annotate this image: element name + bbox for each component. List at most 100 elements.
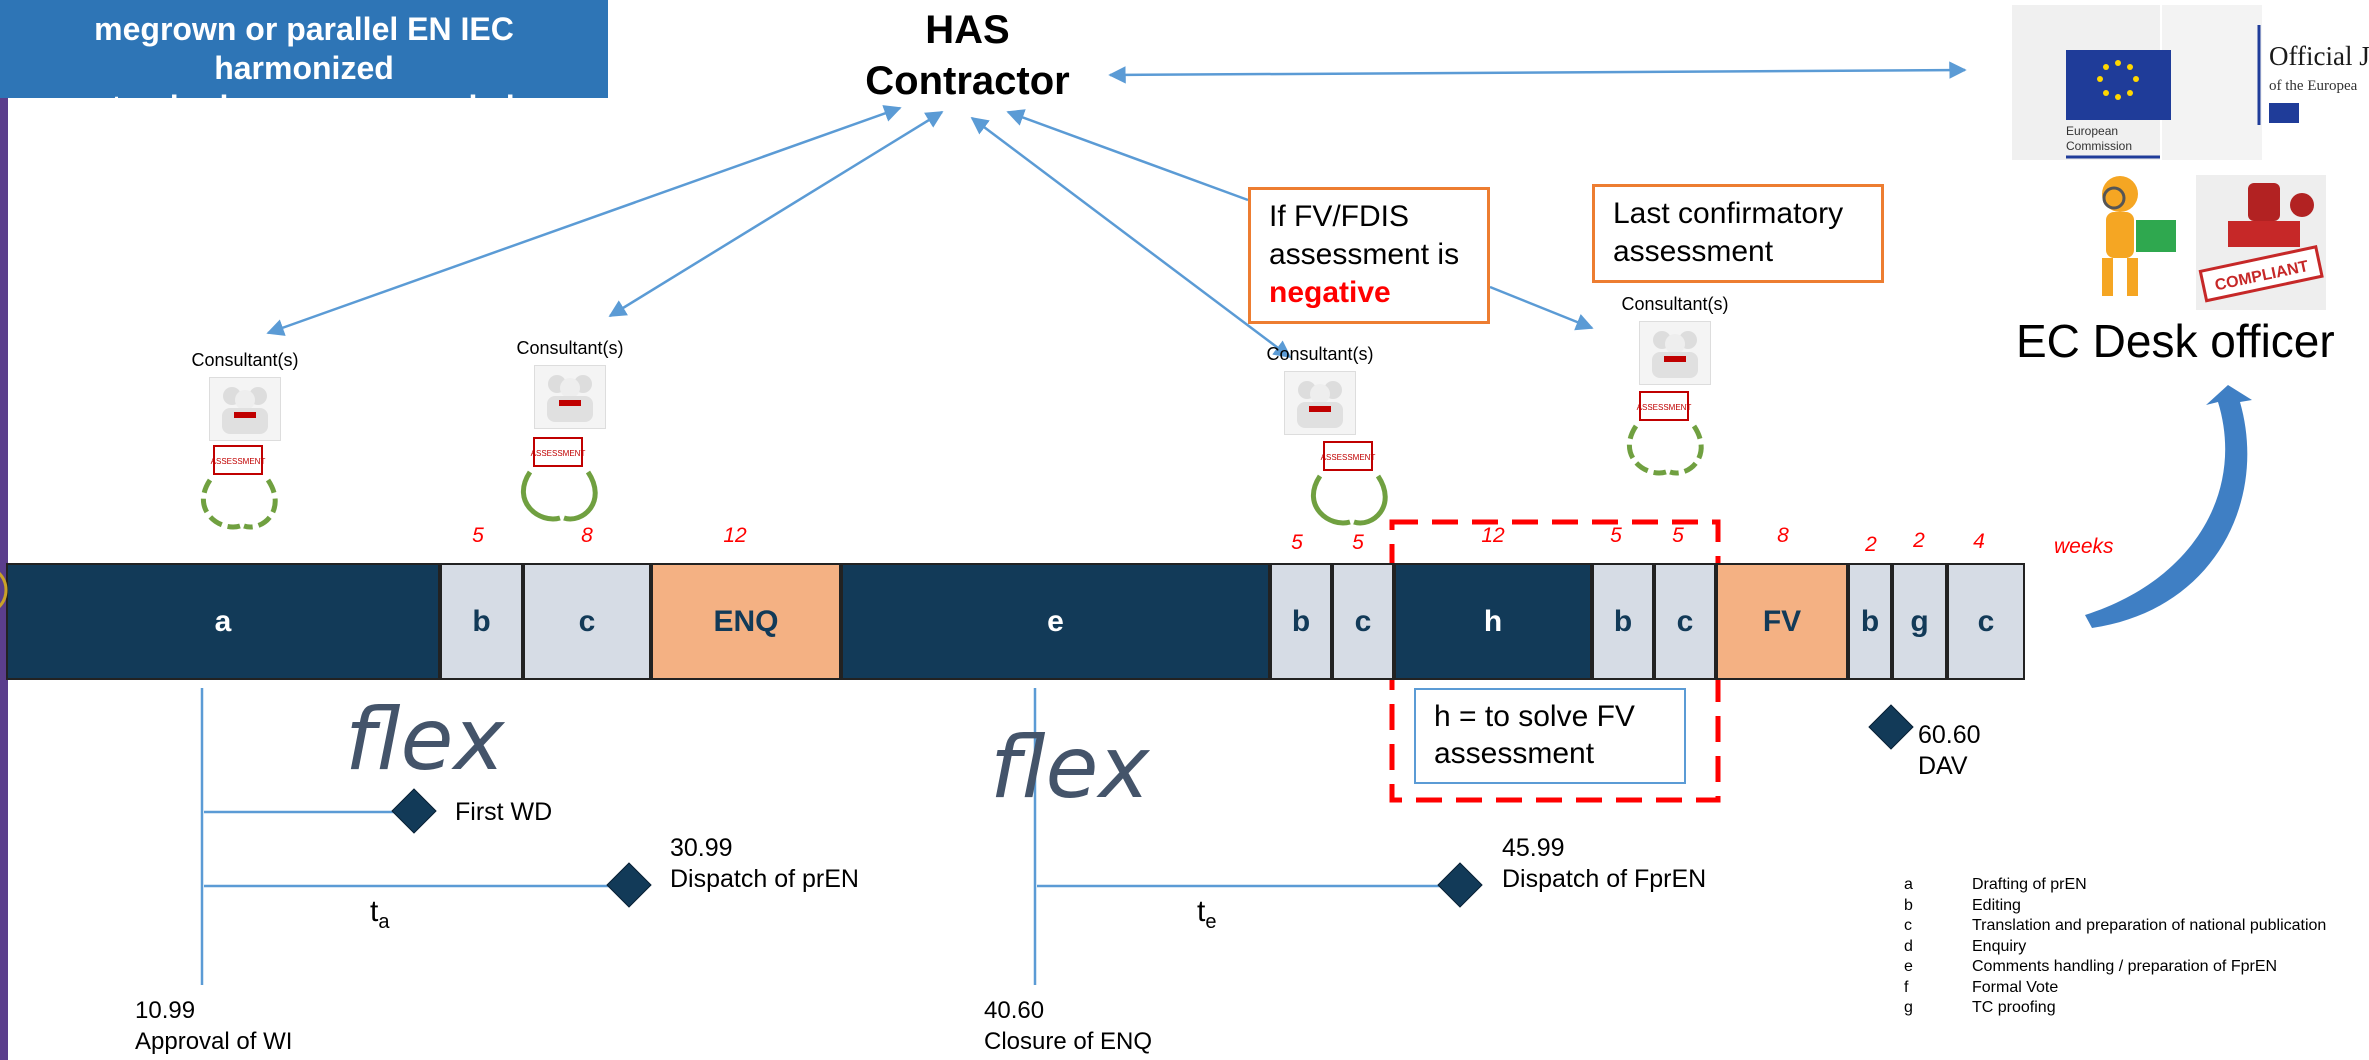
duration-label: 12 xyxy=(1481,524,1505,547)
milestone-dav-text: DAV xyxy=(1918,752,1968,780)
negative-callout-line-1: If FV/FDIS xyxy=(1269,200,1410,233)
curved-arrow xyxy=(2085,385,2252,628)
last-confirmatory-callout: Last confirmatory assessment xyxy=(1592,184,1884,283)
h-note-line-2: assessment xyxy=(1434,737,1595,770)
milestone-fprEN-code: 45.99 xyxy=(1502,834,1565,862)
legend-row: a Drafting of prEN xyxy=(1904,875,2326,896)
h-explanation-note: h = to solve FV assessment xyxy=(1414,688,1686,784)
flex-label-1: flex xyxy=(345,690,505,790)
consultants-icon xyxy=(534,365,606,429)
consultant-group-2: Consultant(s) xyxy=(490,338,650,429)
segment-h: h xyxy=(1394,563,1592,680)
duration-label: 12 xyxy=(723,524,747,547)
arrow-has-to-consultant-2 xyxy=(608,110,944,318)
segment-c: c xyxy=(1654,563,1716,680)
header-banner: megrown or parallel EN IEC harmonized st… xyxy=(0,0,608,125)
consultant-label: Consultant(s) xyxy=(1266,344,1374,364)
stamp-text: ASSESSMENT xyxy=(211,457,266,466)
duration-label: 8 xyxy=(581,524,593,547)
segment-b: b xyxy=(440,563,523,680)
legend-value: Translation and preparation of national … xyxy=(1972,917,2327,934)
consultants-icon xyxy=(1639,321,1711,385)
has-line-1: HAS xyxy=(925,8,1010,52)
h-note-line-1: h = to solve FV xyxy=(1434,700,1635,733)
segment-b: b xyxy=(1848,563,1892,680)
legend-value: TC proofing xyxy=(1972,999,2056,1016)
milestone-first-wd-label: First WD xyxy=(455,798,553,826)
side-strip xyxy=(0,0,8,1060)
has-line-2: Contractor xyxy=(865,59,1070,103)
left-edge-circle-fragment xyxy=(0,571,8,609)
consultants-icon xyxy=(1284,371,1356,435)
legend-value: Enquiry xyxy=(1972,937,2027,955)
milestone-dav-code: 60.60 xyxy=(1918,721,1981,749)
milestone-enq: 40.60 Closure of ENQ xyxy=(984,995,1152,1057)
segment-g: g xyxy=(1892,563,1947,680)
duration-label: 4 xyxy=(1973,530,1985,553)
assessment-cycle-icon: ASSESSMENT xyxy=(521,437,598,522)
milestone-dav: 60.60 DAV xyxy=(1918,720,1981,782)
arrow-negative-to-consultant-4 xyxy=(1489,285,1594,331)
milestone-wi-code: 10.99 xyxy=(135,997,196,1024)
legend-key: a xyxy=(1904,876,1913,893)
segment-c: c xyxy=(1947,563,2025,680)
consultants-icon xyxy=(209,377,281,441)
has-contractor-title: HAS Contractor xyxy=(830,5,1105,107)
t-e-base: t xyxy=(1197,895,1206,928)
consultant-label: Consultant(s) xyxy=(1621,294,1729,314)
negative-callout-line-2: assessment is xyxy=(1269,238,1460,271)
arrow-negative-to-has xyxy=(1006,109,1249,202)
duration-label: 5 xyxy=(1610,524,1622,547)
segment-c: c xyxy=(523,563,651,680)
milestone-enq-text: Closure of ENQ xyxy=(984,1028,1153,1055)
milestone-enq-code: 40.60 xyxy=(984,997,1045,1024)
legend-value: Drafting of prEN xyxy=(1972,876,2087,893)
ec-logos: European Commission Official J of the Eu… xyxy=(2012,5,2369,160)
segment-b: b xyxy=(1270,563,1332,680)
legend-key: f xyxy=(1904,978,1909,996)
arrow-has-to-consultant-3 xyxy=(970,116,1292,359)
assessment-cycle-icon: ASSESSMENT xyxy=(201,445,278,530)
t-a-sub: a xyxy=(378,911,390,933)
duration-label: 5 xyxy=(1352,531,1364,554)
ec-commission-line-1: European xyxy=(2066,124,2118,138)
ec-journal-line-2: of the Europea xyxy=(2269,78,2358,94)
negative-callout-line-3: negative xyxy=(1269,276,1391,309)
flex-label-2: flex xyxy=(990,718,1150,818)
consultant-label: Consultant(s) xyxy=(191,350,299,370)
t-e-label: te xyxy=(1197,895,1216,934)
stamp-text: ASSESSMENT xyxy=(531,449,586,458)
legend-key: e xyxy=(1904,958,1913,975)
consultant-group-3: Consultant(s) xyxy=(1240,344,1400,435)
assessment-cycle-icon: ASSESSMENT xyxy=(1627,391,1704,476)
duration-label: 8 xyxy=(1777,524,1789,547)
arrow-has-to-consultant-1 xyxy=(266,105,902,336)
assessment-cycle-icon: ASSESSMENT xyxy=(1311,441,1388,526)
milestone-wi: 10.99 Approval of WI xyxy=(135,995,292,1057)
banner-line-2: standards → recommended xyxy=(93,89,515,125)
consultant-group-4: Consultant(s) xyxy=(1595,294,1755,385)
duration-label: 5 xyxy=(1291,531,1303,554)
t-e-sub: e xyxy=(1205,911,1217,933)
segment-a: a xyxy=(6,563,440,680)
milestone-prEN: 30.99 Dispatch of prEN xyxy=(670,833,859,895)
stamp-text: ASSESSMENT xyxy=(1637,403,1692,412)
consultant-label: Consultant(s) xyxy=(516,338,624,358)
ec-journal-line-1: Official J xyxy=(2269,41,2369,71)
t-a-base: t xyxy=(370,895,379,928)
negative-assessment-callout: If FV/FDIS assessment is negative xyxy=(1248,187,1490,324)
t-a-label: ta xyxy=(370,895,389,934)
banner-line-1: megrown or parallel EN IEC harmonized xyxy=(94,11,514,86)
segment-c: c xyxy=(1332,563,1394,680)
segment-fv: FV xyxy=(1716,563,1848,680)
milestone-fprEN: 45.99 Dispatch of FprEN xyxy=(1502,833,1706,895)
desk-officer-figure-icon xyxy=(2102,176,2176,296)
milestone-prEN-text: Dispatch of prEN xyxy=(670,865,859,893)
last-callout-line-1: Last confirmatory xyxy=(1613,197,1844,230)
